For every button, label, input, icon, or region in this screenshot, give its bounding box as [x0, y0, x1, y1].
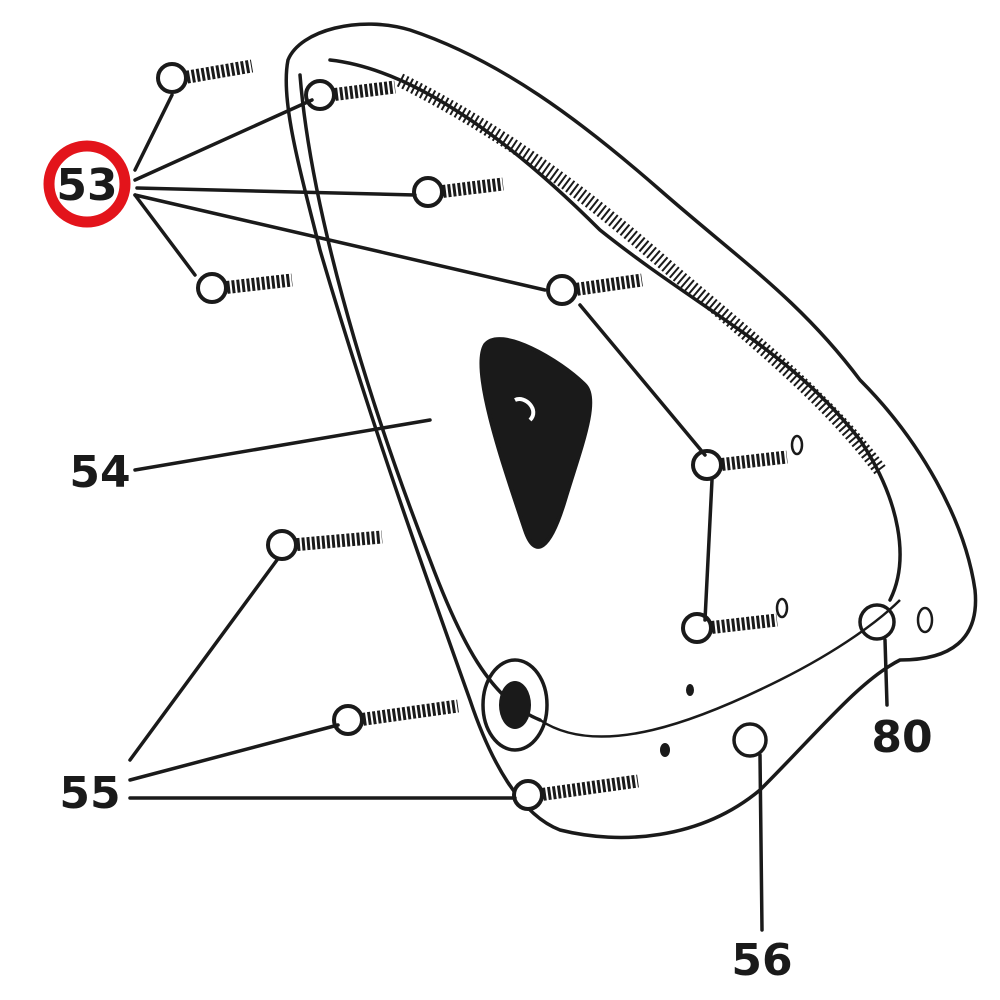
- bushing-hole: [499, 681, 531, 729]
- screw-56: [732, 722, 768, 758]
- nut-80: [858, 603, 896, 641]
- hole: [775, 597, 789, 619]
- callout-56-label[interactable]: 56: [731, 935, 792, 986]
- leader-lines: [128, 93, 889, 932]
- hole: [916, 606, 934, 634]
- hole: [790, 434, 804, 456]
- screw: [681, 612, 778, 644]
- screw: [266, 529, 383, 561]
- cover-shading: [396, 73, 886, 475]
- screw: [412, 176, 504, 208]
- window-glint: [514, 397, 536, 422]
- callout-80-label[interactable]: 80: [871, 712, 932, 763]
- screw-group: [156, 59, 788, 811]
- screw: [304, 79, 396, 111]
- hole: [660, 743, 670, 757]
- callout-54-label[interactable]: 54: [69, 447, 130, 498]
- callout-55-label[interactable]: 55: [59, 768, 120, 819]
- screw: [332, 699, 459, 736]
- screw: [156, 59, 254, 94]
- cover-lower-edge: [539, 599, 901, 738]
- screw: [196, 272, 293, 304]
- bushing: [481, 658, 549, 752]
- callout-53-label[interactable]: 53: [56, 160, 117, 211]
- callout-53-highlight: [43, 140, 131, 228]
- inspection-window: [479, 337, 593, 549]
- cover-rim-edge: [328, 58, 902, 602]
- hole: [686, 684, 694, 696]
- screw: [546, 273, 643, 306]
- cover-outline: [284, 22, 978, 840]
- screw: [691, 449, 788, 481]
- screw: [512, 774, 639, 811]
